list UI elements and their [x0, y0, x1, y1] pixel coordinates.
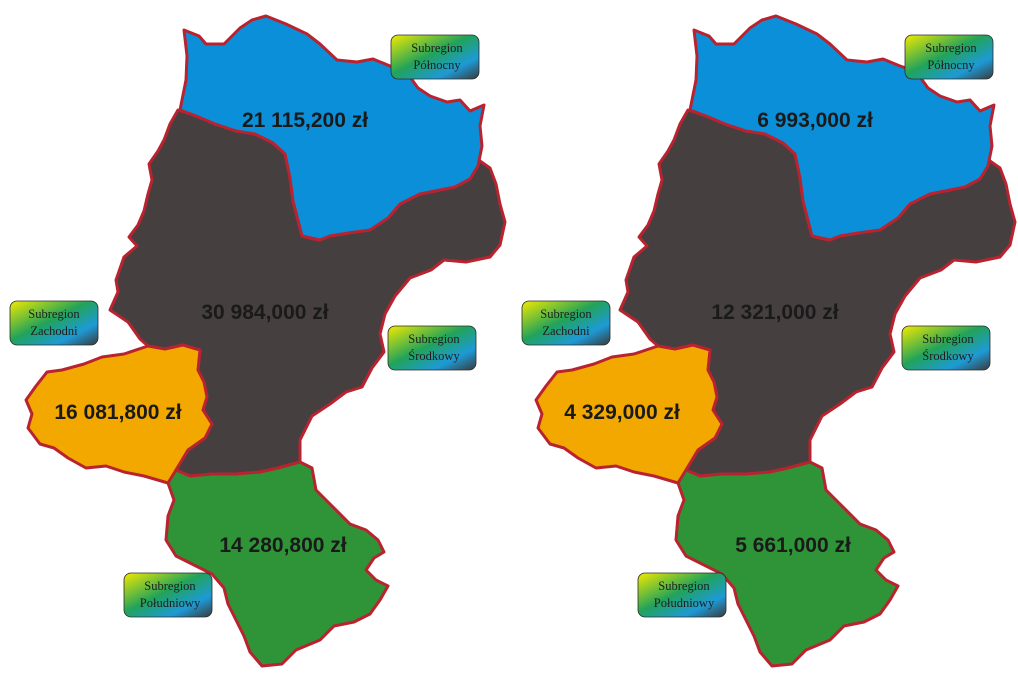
value-polnocny-right: 6 993,000 zł	[757, 109, 873, 132]
map-right: 6 993,000 zł 12 321,000 zł 4 329,000 zł …	[521, 14, 1017, 668]
svg-text:Subregion: Subregion	[411, 41, 463, 55]
badge-polnocny-left: Subregion Północny	[390, 34, 480, 80]
badge-poludniowy-right: Subregion Południowy	[637, 572, 727, 618]
value-poludniowy-right: 5 661,000 zł	[735, 534, 851, 557]
svg-text:Subregion: Subregion	[925, 41, 977, 55]
svg-text:Subregion: Subregion	[408, 332, 460, 346]
svg-text:Środkowy: Środkowy	[922, 349, 974, 363]
region-poludniowy-left	[164, 460, 390, 668]
value-zachodni-right: 4 329,000 zł	[564, 401, 680, 424]
value-srodkowy-left: 30 984,000 zł	[201, 301, 328, 324]
badge-zachodni-left: Subregion Zachodni	[9, 300, 99, 346]
svg-text:Zachodni: Zachodni	[542, 324, 590, 338]
svg-text:Subregion: Subregion	[28, 307, 80, 321]
badge-poludniowy-left: Subregion Południowy	[123, 572, 213, 618]
svg-text:Subregion: Subregion	[540, 307, 592, 321]
badge-srodkowy-left: Subregion Środkowy	[387, 325, 477, 371]
svg-text:Zachodni: Zachodni	[30, 324, 78, 338]
svg-text:Południowy: Południowy	[140, 596, 201, 610]
svg-text:Północny: Północny	[927, 58, 975, 72]
svg-text:Południowy: Południowy	[654, 596, 715, 610]
value-srodkowy-right: 12 321,000 zł	[711, 301, 838, 324]
svg-text:Subregion: Subregion	[144, 579, 196, 593]
svg-text:Środkowy: Środkowy	[408, 349, 460, 363]
region-poludniowy-right	[674, 460, 900, 668]
value-poludniowy-left: 14 280,800 zł	[219, 534, 346, 557]
badge-zachodni-right: Subregion Zachodni	[521, 300, 611, 346]
badge-srodkowy-right: Subregion Środkowy	[901, 325, 991, 371]
svg-text:Subregion: Subregion	[658, 579, 710, 593]
badge-polnocny-right: Subregion Północny	[904, 34, 994, 80]
map-left: 21 115,200 zł 30 984,000 zł 16 081,800 z…	[9, 14, 507, 668]
value-zachodni-left: 16 081,800 zł	[54, 401, 181, 424]
svg-text:Północny: Północny	[413, 58, 461, 72]
svg-text:Subregion: Subregion	[922, 332, 974, 346]
value-polnocny-left: 21 115,200 zł	[242, 109, 368, 132]
